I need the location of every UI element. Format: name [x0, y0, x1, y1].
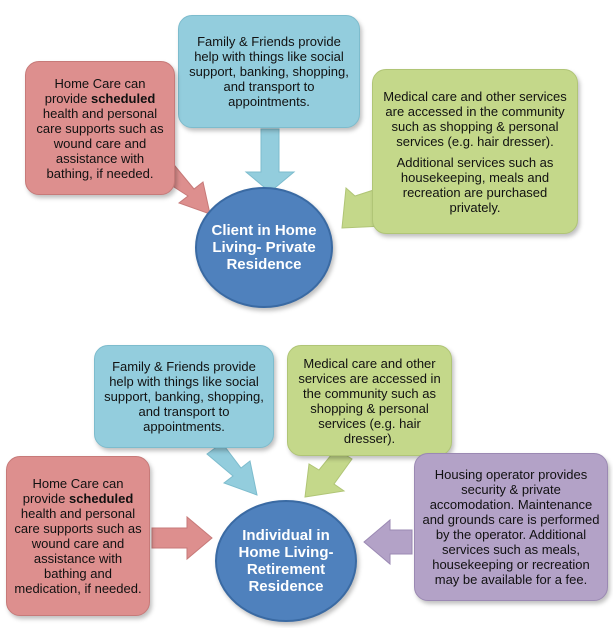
top-medical-text: Medical care and other services are acce… [383, 88, 567, 149]
top-home-care-box: Home Care can provide scheduled health a… [25, 61, 175, 195]
bottom-medical-box: Medical care and other services are acce… [287, 345, 452, 456]
top-client-circle: Client in Home Living- Private Residence [195, 187, 333, 308]
arrow-bottom-homecare [151, 515, 213, 561]
arrow-top-family [244, 128, 296, 193]
top-medical-box: Medical care and other services are acce… [372, 69, 578, 234]
top-client-label: Client in Home Living- Private Residence [211, 222, 317, 273]
top-additional-text: Additional services such as housekeeping… [396, 154, 554, 215]
bottom-home-care-box: Home Care can provide scheduled health a… [6, 456, 150, 616]
arrow-bottom-medical [304, 448, 353, 498]
bottom-client-circle: Individual in Home Living- Retirement Re… [215, 500, 357, 622]
bottom-client-label: Individual in Home Living- Retirement Re… [238, 527, 334, 595]
top-family-box: Family & Friends provide help with thing… [178, 15, 360, 128]
bottom-housing-text: Housing operator provides security & pri… [422, 467, 600, 587]
scheduled-emphasis: scheduled [68, 491, 134, 506]
bottom-housing-box: Housing operator provides security & pri… [414, 453, 608, 601]
top-family-text: Family & Friends provide help with thing… [189, 34, 349, 109]
bottom-home-care-text: Home Care can provide scheduled health a… [14, 476, 142, 596]
bottom-family-text: Family & Friends provide help with thing… [104, 359, 264, 434]
scheduled-emphasis: scheduled [90, 90, 156, 106]
top-home-care-text: Home Care can provide scheduled health a… [36, 75, 164, 181]
arrow-bottom-housing [363, 518, 413, 566]
bottom-medical-text: Medical care and other services are acce… [298, 355, 441, 446]
arrow-bottom-family [206, 442, 258, 496]
bottom-family-box: Family & Friends provide help with thing… [94, 345, 274, 448]
